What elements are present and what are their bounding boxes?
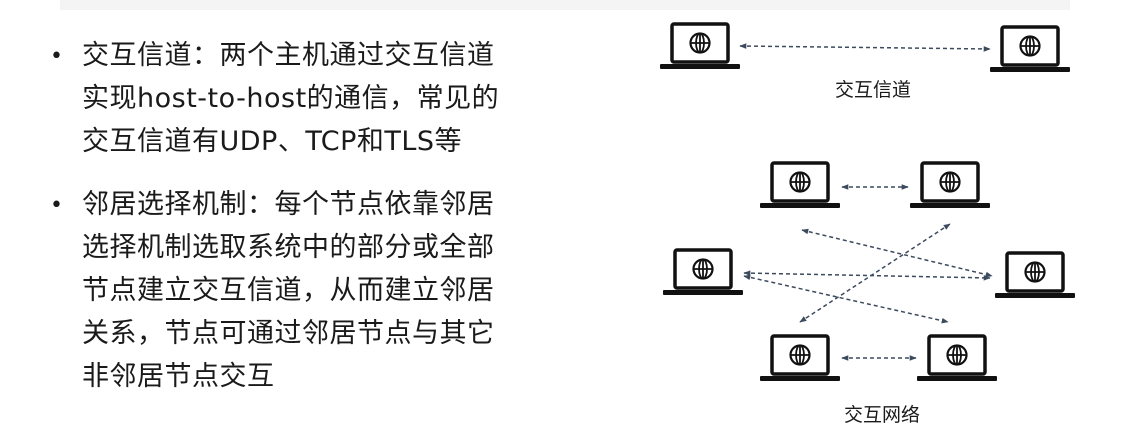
bullet-line: 实现host-to-host的通信，常见的 [82, 83, 500, 114]
bullet-line: 选择机制选取系统中的部分或全部 [82, 232, 495, 263]
laptop-globe-icon [988, 25, 1072, 74]
bullet-line: 交互信道有UDP、TCP和TLS等 [82, 126, 463, 157]
bullet-line: 关系，节点可通过邻居节点与其它 [82, 318, 495, 349]
channel-label: 交互信道 [835, 79, 911, 101]
laptop-globe-icon [908, 161, 992, 210]
laptop-globe-icon [758, 334, 842, 383]
laptop-globe-icon [658, 22, 742, 71]
bullet-item-neighbor: • 邻居选择机制：每个节点依靠邻居 选择机制选取系统中的部分或全部 节点建立交互… [48, 183, 608, 398]
bullet-line: 非邻居节点交互 [82, 361, 275, 392]
bullet-dot: • [50, 193, 63, 218]
network-link [743, 270, 991, 281]
laptop-globe-icon [758, 161, 842, 210]
network-label: 交互网络 [844, 404, 920, 426]
network-link [799, 223, 951, 323]
channel-link [739, 43, 991, 52]
laptop-globe-icon [915, 334, 999, 383]
bullet-line: 交互信道：两个主机通过交互信道 [82, 40, 495, 71]
bullet-list: • 交互信道：两个主机通过交互信道 实现host-to-host的通信，常见的 … [48, 34, 608, 418]
bullet-line: 邻居选择机制：每个节点依靠邻居 [82, 189, 495, 220]
network-link [743, 274, 949, 324]
top-strip [60, 0, 1070, 10]
bullet-item-channel: • 交互信道：两个主机通过交互信道 实现host-to-host的通信，常见的 … [48, 34, 608, 163]
bullet-dot: • [50, 44, 63, 69]
laptop-globe-icon [661, 248, 745, 297]
laptop-globe-icon [993, 251, 1077, 300]
network-diagram: 交互信道 交互网络 [658, 22, 1077, 426]
bullet-line: 节点建立交互信道，从而建立邻居 [82, 275, 495, 306]
network-link [801, 228, 993, 278]
